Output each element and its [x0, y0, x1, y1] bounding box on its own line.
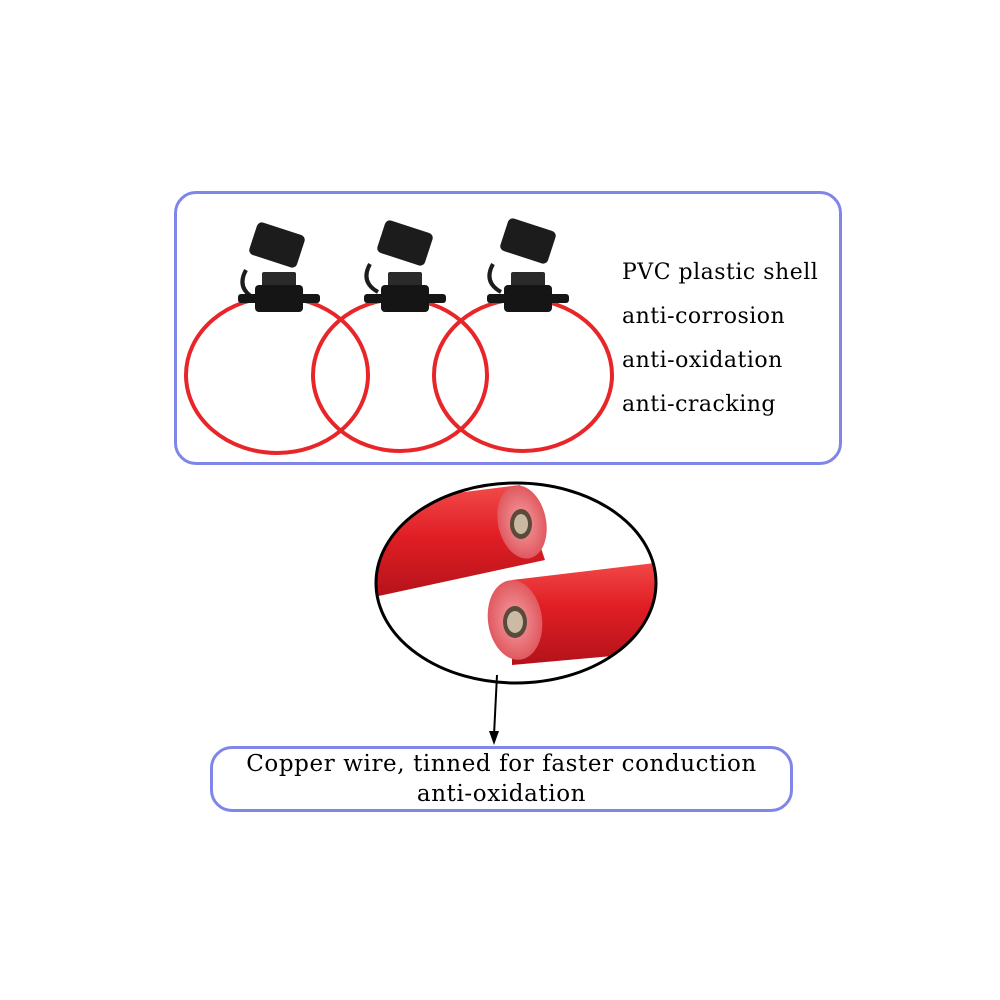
feature-anti-cracking: anti-cracking: [622, 392, 776, 417]
caption-line-1: Copper wire, tinned for faster conductio…: [246, 751, 757, 777]
fuse-holder-1: [238, 222, 320, 312]
caption-line-2: anti-oxidation: [416, 781, 587, 807]
feature-anti-corrosion: anti-corrosion: [622, 304, 786, 329]
feature-anti-oxidation: anti-oxidation: [622, 348, 783, 373]
fuse-holder-2: [364, 220, 446, 312]
pointer-arrow: [489, 674, 499, 745]
fuse-holder-3: [487, 218, 569, 312]
wire-loop-3: [432, 297, 614, 453]
cable-closeup: [374, 481, 658, 685]
feature-pvc-shell: PVC plastic shell: [622, 260, 819, 285]
caption-panel: [210, 746, 793, 812]
wire-loops: [184, 295, 614, 455]
